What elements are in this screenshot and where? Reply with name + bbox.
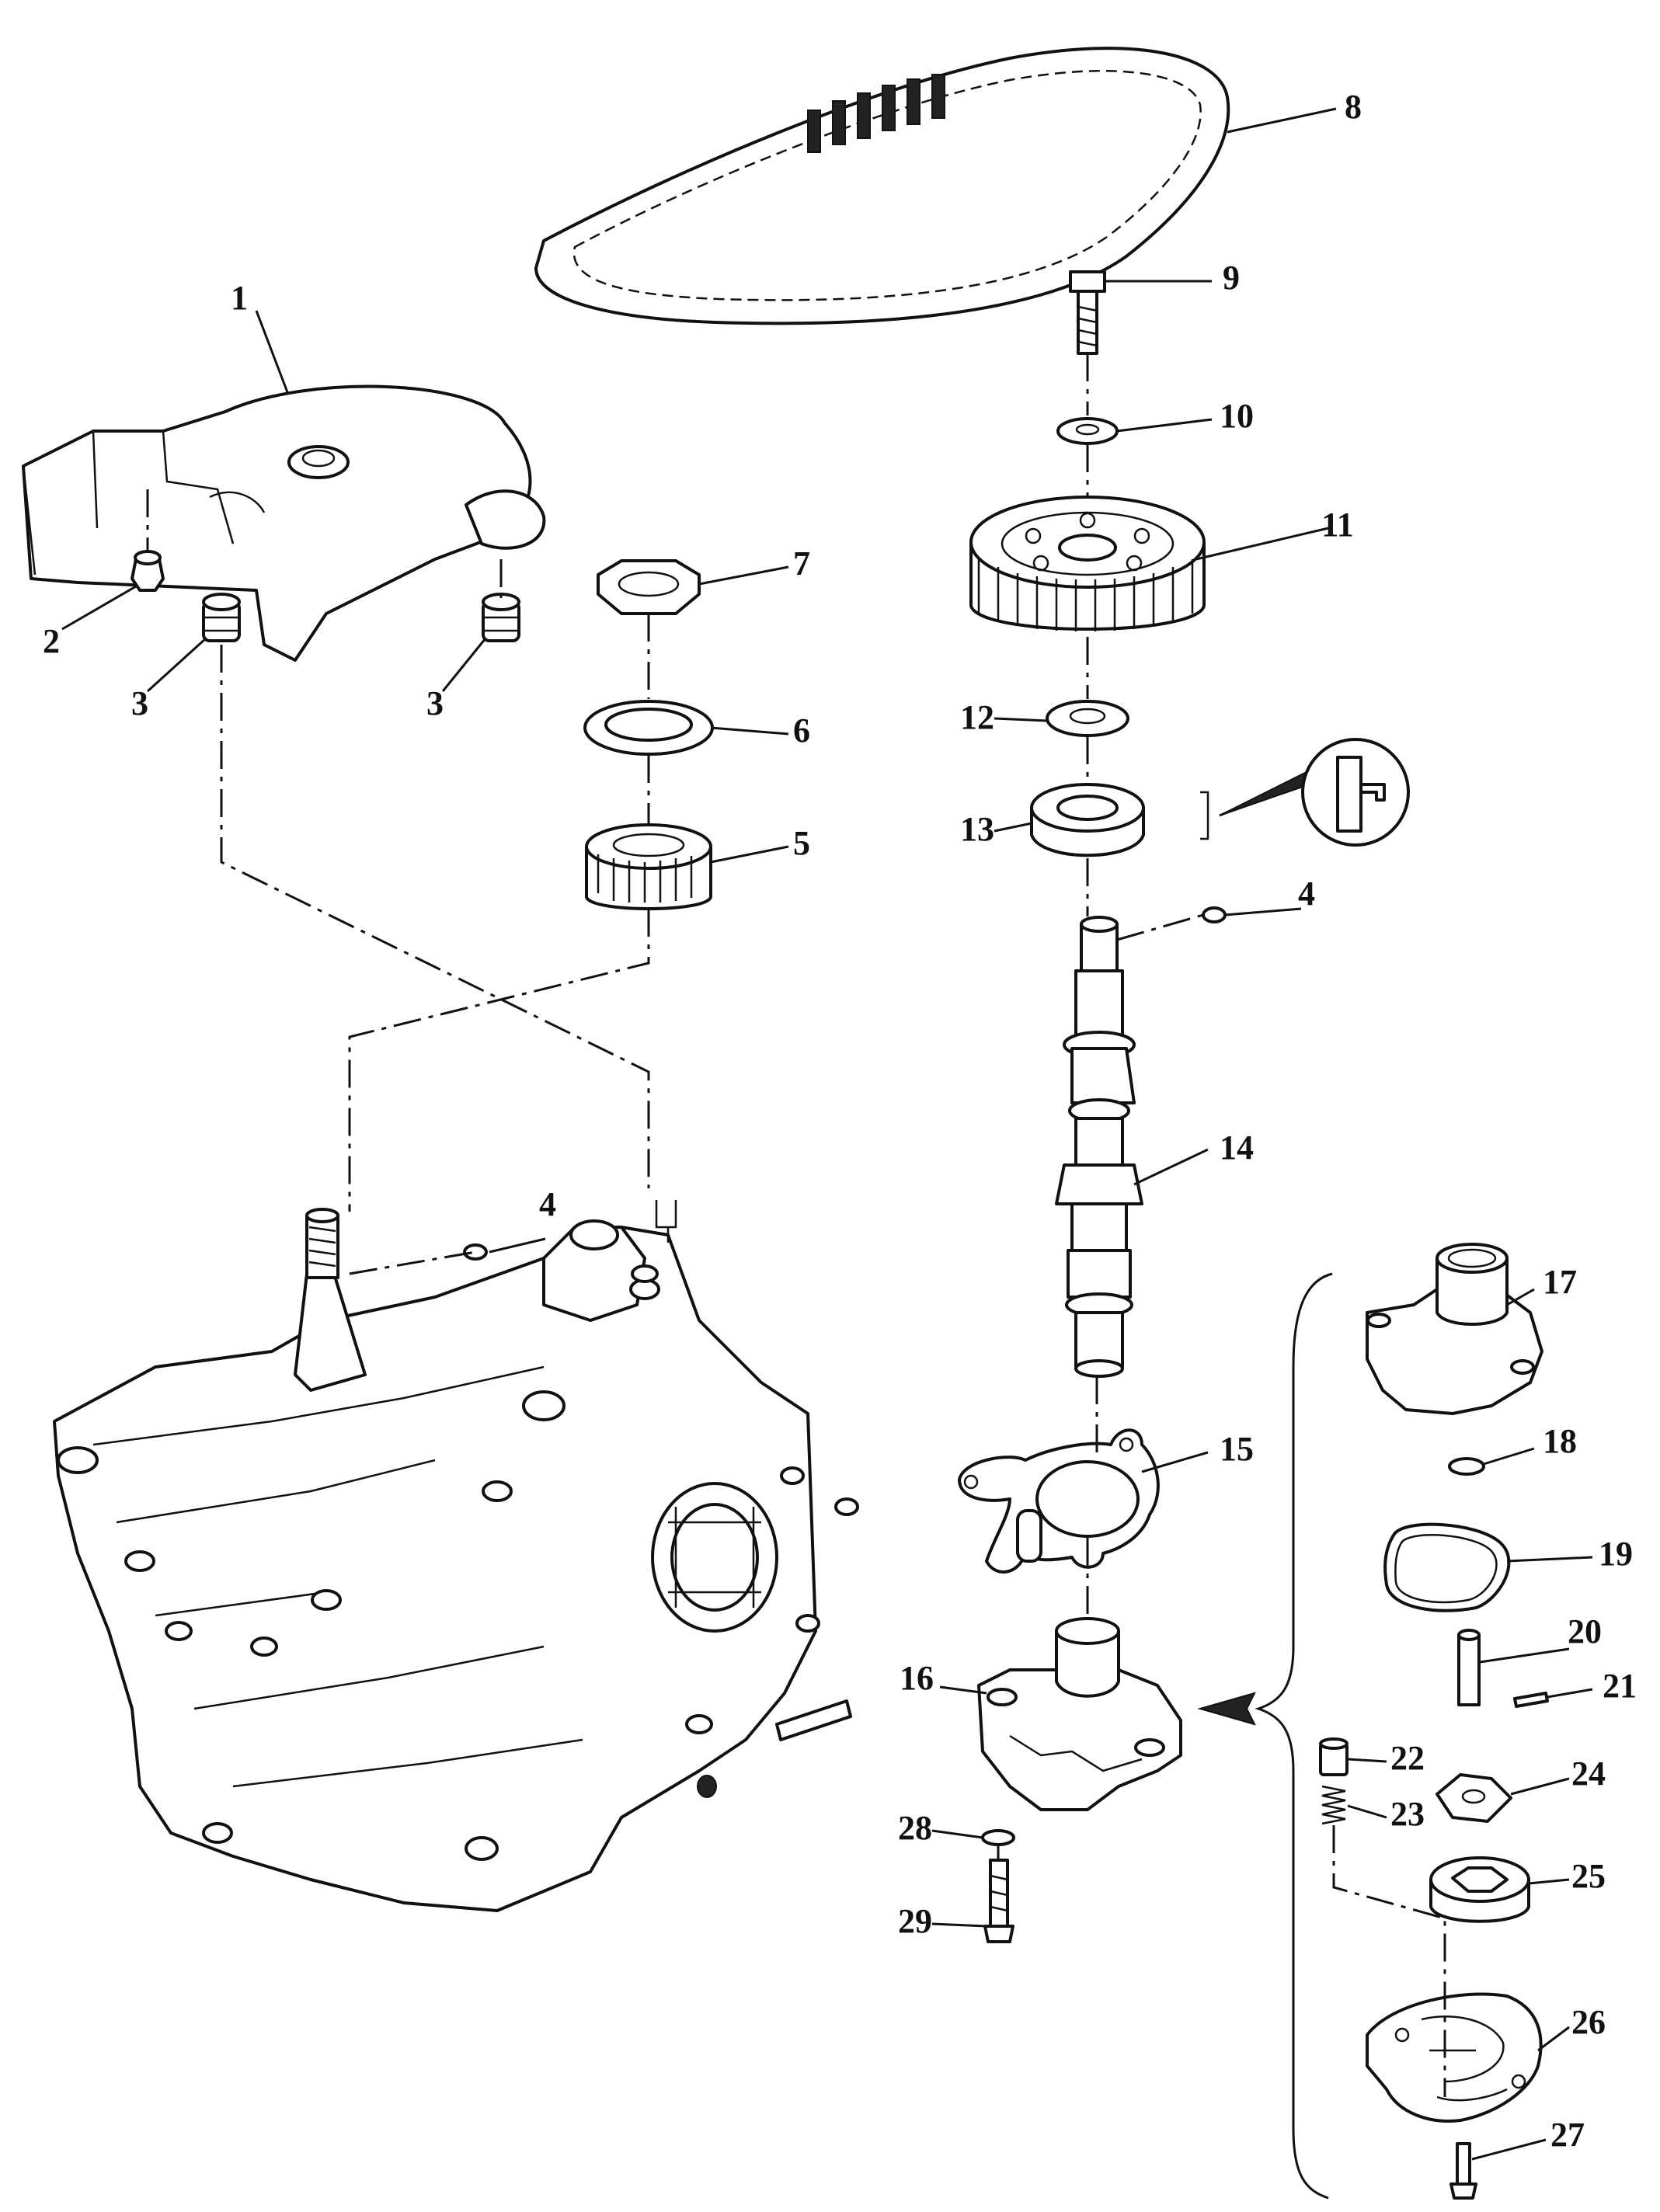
callout-16: 16 bbox=[900, 1659, 934, 1697]
callout-25: 25 bbox=[1571, 1857, 1606, 1895]
callout-4a: 4 bbox=[539, 1185, 556, 1223]
subassembly-bracket bbox=[1197, 1272, 1333, 2200]
callout-24: 24 bbox=[1571, 1755, 1606, 1793]
callout-7: 7 bbox=[793, 544, 810, 583]
timing-belt-cover[interactable] bbox=[22, 384, 546, 662]
alignment-lines bbox=[146, 353, 1446, 2097]
callout-13: 13 bbox=[960, 810, 994, 848]
pump-o-ring-small[interactable] bbox=[1448, 1457, 1485, 1476]
callout-8: 8 bbox=[1345, 88, 1362, 126]
camshaft-pulley[interactable] bbox=[969, 496, 1206, 631]
callout-14: 14 bbox=[1220, 1129, 1254, 1167]
bolt-washer[interactable] bbox=[1056, 417, 1119, 445]
oil-pump-gasket[interactable] bbox=[958, 1428, 1160, 1574]
pump-screw-washer[interactable] bbox=[981, 1829, 1015, 1846]
camshaft[interactable] bbox=[1055, 916, 1143, 1378]
callout-28: 28 bbox=[898, 1809, 932, 1847]
pump-shaft[interactable] bbox=[1457, 1629, 1481, 1706]
callout-17: 17 bbox=[1543, 1263, 1577, 1301]
timing-belt[interactable] bbox=[534, 47, 1230, 325]
pulley-bolt[interactable] bbox=[1069, 270, 1106, 355]
callout-9: 9 bbox=[1223, 259, 1240, 297]
pump-cover[interactable] bbox=[1366, 1992, 1543, 2123]
pump-housing[interactable] bbox=[1366, 1243, 1543, 1415]
cylinder-block bbox=[53, 1200, 859, 1912]
oil-pump-assembly[interactable] bbox=[977, 1617, 1182, 1811]
callout-27: 27 bbox=[1550, 2116, 1585, 2154]
pump-screw[interactable] bbox=[983, 1859, 1014, 1943]
callout-labels: 1 2 3 3 4 4 5 6 7 8 9 10 11 12 13 14 15 … bbox=[43, 88, 1637, 2154]
callout-1: 1 bbox=[231, 279, 248, 317]
pulley-nut[interactable] bbox=[597, 559, 701, 615]
pump-seal-ring[interactable] bbox=[1383, 1522, 1511, 1612]
seal-direction-detail bbox=[1200, 738, 1410, 847]
camshaft-key[interactable] bbox=[1202, 906, 1227, 923]
callout-29: 29 bbox=[898, 1902, 932, 1940]
callout-19: 19 bbox=[1599, 1535, 1633, 1573]
callout-22: 22 bbox=[1390, 1739, 1425, 1777]
pump-pin[interactable] bbox=[1513, 1692, 1549, 1708]
drive-pulley[interactable] bbox=[585, 823, 712, 910]
callout-5: 5 bbox=[793, 824, 810, 862]
callout-11: 11 bbox=[1321, 506, 1354, 544]
callout-26: 26 bbox=[1571, 2003, 1606, 2041]
relief-spring[interactable] bbox=[1321, 1785, 1346, 1825]
outer-rotor[interactable] bbox=[1429, 1856, 1530, 1923]
pump-cover-screw[interactable] bbox=[1449, 2142, 1477, 2200]
callout-15: 15 bbox=[1220, 1430, 1254, 1468]
callout-10: 10 bbox=[1220, 397, 1254, 435]
grommet-right[interactable] bbox=[482, 593, 520, 642]
belt-teeth bbox=[807, 74, 945, 153]
callout-21: 21 bbox=[1603, 1667, 1637, 1705]
callout-3b: 3 bbox=[426, 684, 444, 722]
callout-20: 20 bbox=[1568, 1612, 1602, 1650]
grommet-pin[interactable] bbox=[131, 550, 165, 592]
callout-2: 2 bbox=[43, 622, 60, 660]
callout-12: 12 bbox=[960, 698, 994, 736]
callout-6: 6 bbox=[793, 711, 810, 750]
camshaft-oil-seal[interactable] bbox=[1030, 783, 1145, 857]
relief-plunger[interactable] bbox=[1319, 1737, 1349, 1776]
callout-18: 18 bbox=[1543, 1422, 1577, 1460]
pulley-plate[interactable] bbox=[583, 700, 714, 756]
camshaft-washer[interactable] bbox=[1046, 700, 1129, 737]
inner-rotor[interactable] bbox=[1436, 1773, 1512, 1823]
callout-4b: 4 bbox=[1298, 875, 1315, 913]
callout-23: 23 bbox=[1390, 1795, 1425, 1833]
leader-lines bbox=[61, 107, 1593, 2161]
grommet-left[interactable] bbox=[202, 593, 241, 642]
crankshaft-key[interactable] bbox=[463, 1243, 488, 1261]
callout-3a: 3 bbox=[131, 684, 148, 722]
